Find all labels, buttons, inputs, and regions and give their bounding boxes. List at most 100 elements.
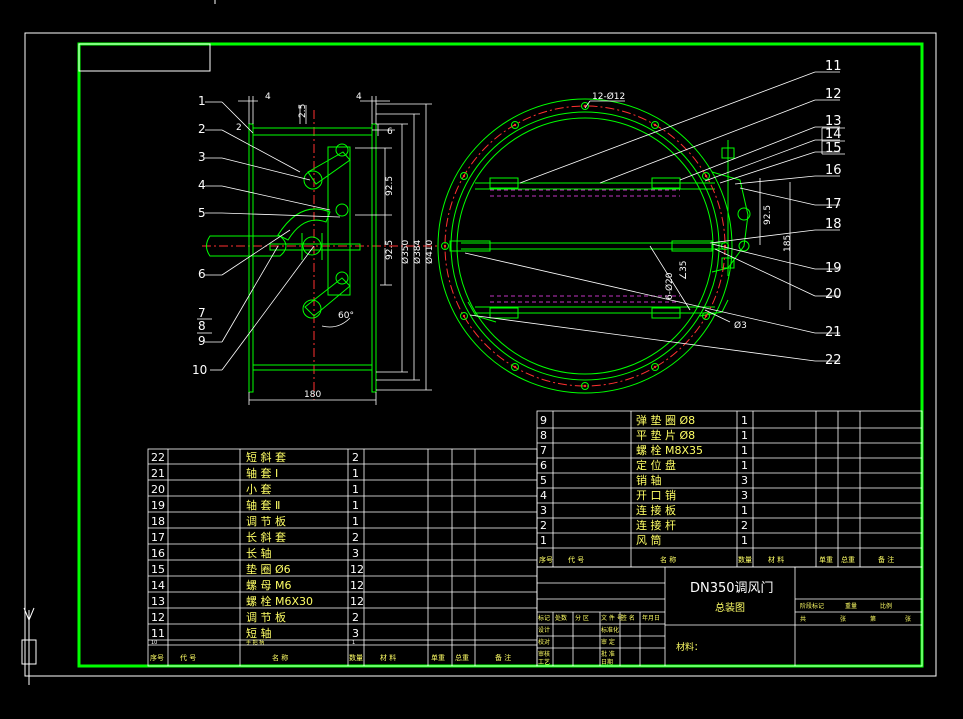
bom-l-qty-22: 2: [352, 451, 359, 464]
bom-l-no-17: 17: [151, 531, 165, 544]
bom-l-qty-14: 12: [350, 579, 364, 592]
bom-r-qty-9: 1: [741, 414, 748, 427]
bom-l-h-no: 序号: [150, 653, 164, 662]
dim-left-2: 2: [236, 123, 242, 133]
balloon-7: 7: [198, 306, 206, 320]
balloon-17: 17: [825, 197, 842, 212]
dim-top-left: 4: [265, 92, 271, 102]
label-date: 日期: [601, 658, 613, 666]
dim-angle-60: 60°: [338, 311, 354, 321]
bom-l-name-20: 小 套: [246, 483, 272, 496]
bom-l-h-unitwt: 单重: [431, 653, 445, 662]
bom-r-name-3: 连 接 板: [636, 503, 676, 517]
bom-r-no-4: 4: [540, 489, 547, 502]
label-review: 审核: [538, 650, 550, 658]
bom-r-qty-7: 1: [741, 444, 748, 457]
bom-l-qty-21: 1: [352, 467, 359, 480]
ucs-axis-icon: [21, 607, 37, 685]
bom-r-qty-2: 2: [741, 519, 748, 532]
bom-l-qty-11: 3: [352, 627, 359, 640]
label-process: 工艺: [538, 658, 550, 666]
balloon-15: 15: [825, 141, 842, 156]
label-sheet-no: 第: [870, 615, 876, 623]
bom-l-no-18: 18: [151, 515, 165, 528]
balloon-8: 8: [198, 319, 206, 333]
bom-r-no-8: 8: [540, 429, 547, 442]
dim-d350: Ø350: [400, 239, 411, 264]
balloon-12: 12: [825, 87, 842, 102]
side-view-dim-text: 4 2.5 4 6 2 92.5 92.5 Ø350 Ø384 Ø410 60°…: [236, 92, 435, 400]
sign-doc: 文 件 号: [601, 614, 623, 622]
bom-l-no-22: 22: [151, 451, 165, 464]
bom-l-name-15: 垫 圈 Ø6: [246, 562, 291, 576]
bom-r-no-1: 1: [540, 534, 547, 547]
side-view-geometry: [206, 123, 377, 393]
bom-r-h-mat: 材 料: [768, 555, 784, 564]
bom-l-qty-20: 1: [352, 483, 359, 496]
bom-l-name-19: 轴 套 Ⅱ: [246, 498, 280, 512]
label-design: 设计: [538, 626, 550, 634]
side-view-balloon-underlines: [197, 318, 212, 334]
balloon-4: 4: [198, 178, 206, 192]
front-view-dim-text: 12-Ø12 6-Ø20 ∠35 92.5 185 Ø3: [592, 91, 793, 331]
dim-d410: Ø410: [424, 239, 435, 264]
dim-holes-6: 6-Ø20: [664, 272, 675, 300]
front-view-balloons: 11 12 13 14 15 16 17 18 19 20 21 22: [825, 59, 842, 368]
side-view-balloons: 1 2 3 4 5 6 7 8 9 10: [192, 94, 207, 377]
label-approve: 审 定: [601, 638, 615, 646]
bom-r-h-name: 名 称: [660, 555, 676, 564]
bom-r-name-7: 螺 栓 M8X35: [636, 443, 703, 457]
balloon-11: 11: [825, 59, 842, 74]
balloon-1: 1: [198, 94, 206, 108]
bom-left: [147, 448, 538, 667]
drawing-title-main: DN350调风门: [690, 581, 774, 596]
bom-l-h-code: 代 号: [180, 653, 196, 662]
label-ratify: 批 准: [601, 650, 615, 658]
dim-185: 185: [783, 235, 793, 252]
bom-l-name-12: 调 节 板: [246, 610, 286, 624]
balloon-14: 14: [825, 127, 842, 142]
bom-l-no-11: 11: [151, 627, 165, 640]
balloon-19: 19: [825, 261, 842, 276]
sign-count: 处数: [555, 614, 567, 622]
bom-l-no-20: 20: [151, 483, 165, 496]
bom-r-h-note: 备 注: [878, 555, 894, 564]
bom-l-name-22: 短 斜 套: [246, 450, 286, 464]
bom-l-no-21: 21: [151, 467, 165, 480]
front-view-leaders: [464, 71, 840, 362]
bom-l-name-21: 轴 套 Ⅰ: [246, 466, 278, 480]
side-view: 1 2 3 4 5 6 7 8 9 10 4 2.5 4 6 2 92.5 92…: [192, 92, 440, 405]
balloon-10: 10: [192, 363, 207, 377]
bom-r-name-6: 定 位 盘: [636, 458, 676, 472]
bom-l-name-17: 长 斜 套: [246, 531, 286, 544]
bom-right-header: 序号 代 号 名 称 数量 材 料 单重 总重 备 注: [539, 555, 894, 564]
balloon-21: 21: [825, 325, 842, 340]
bom-r-name-9: 弹 垫 圈 Ø8: [636, 413, 695, 427]
balloon-16: 16: [825, 163, 842, 178]
balloon-9: 9: [198, 334, 206, 348]
bom-l-h-totalwt: 总重: [455, 653, 469, 662]
bom-l-name-11: 短 轴: [246, 626, 272, 640]
front-view-hidden-lines: [490, 189, 680, 303]
title-block: [536, 566, 923, 667]
sign-date: 年月日: [642, 614, 660, 622]
bom-l-name-10: 手 把 柄: [246, 639, 264, 646]
front-view-balloon-boxes: [821, 127, 845, 155]
material-label: 材料：: [676, 641, 703, 653]
balloon-22: 22: [825, 353, 842, 368]
bom-r-h-qty: 数量: [738, 555, 752, 564]
label-scale: 比例: [880, 602, 892, 610]
bom-r-qty-3: 1: [741, 504, 748, 517]
front-view: 11 12 13 14 15 16 17 18 19 20 21 22 12-Ø…: [437, 59, 845, 394]
bom-l-h-name: 名 称: [272, 653, 288, 662]
label-total-sheets: 共: [800, 615, 806, 623]
bom-l-qty-10: 1: [352, 640, 355, 646]
bom-l-name-13: 螺 栓 M6X30: [246, 594, 313, 608]
balloon-5: 5: [198, 206, 206, 220]
bom-left-header: 序号 代 号 名 称 数量 材 料 单重 总重 备 注: [150, 653, 511, 662]
side-view-leaders: [205, 101, 341, 371]
bom-right: [536, 410, 923, 568]
bom-l-no-12: 12: [151, 611, 165, 624]
dim-925: 92.5: [763, 205, 773, 225]
bom-r-h-code: 代 号: [568, 555, 584, 564]
